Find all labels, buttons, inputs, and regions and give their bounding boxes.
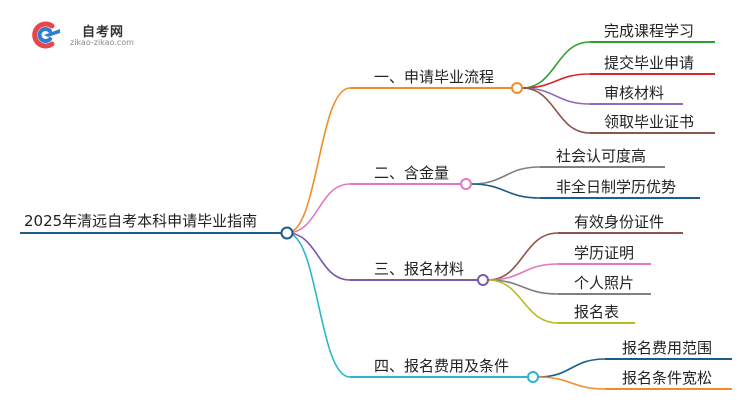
leaf-label: 社会认可度高 [556,147,646,165]
logo-mark-icon [32,21,60,49]
branch-to-leaf-link [487,279,559,295]
leaf-node-1-2[interactable]: 提交毕业申请 [590,54,715,75]
branch-connector-3 [477,274,489,286]
root-node[interactable]: 2025年清远自考本科申请毕业指南 [20,212,294,240]
leaf-node-4-2[interactable]: 报名条件宽松 [605,369,732,390]
branch-node-3[interactable]: 三、报名材料 [350,260,489,286]
leaf-node-1-4[interactable]: 领取毕业证书 [590,113,715,134]
branch-to-leaf-link [521,87,591,105]
branch-label-4: 四、报名费用及条件 [374,357,509,375]
branch-to-leaf-link [487,263,559,281]
branch-node-2[interactable]: 二、含金量 [350,164,472,190]
branch-to-leaf-link [521,41,591,89]
branch-node-4[interactable]: 四、报名费用及条件 [350,357,539,383]
leaf-label: 领取毕业证书 [604,113,694,131]
leaf-label: 完成课程学习 [604,22,694,40]
root-to-branch-link [286,232,351,378]
root-to-branch-link [286,183,351,234]
root-label: 2025年清远自考本科申请毕业指南 [24,212,257,230]
leaf-node-3-4[interactable]: 报名表 [558,303,635,324]
site-logo[interactable]: 自考网 zikao-zikao.com [30,18,150,52]
leaf-label: 有效身份证件 [574,213,664,231]
branch-label-1: 一、申请毕业流程 [374,68,494,86]
logo-subtitle: zikao-zikao.com [70,38,134,47]
leaf-label: 报名表 [574,303,619,321]
branch-to-leaf-link [537,376,606,390]
leaf-node-4-1[interactable]: 报名费用范围 [605,339,732,360]
branch-to-leaf-link [487,279,559,324]
branch-label-3: 三、报名材料 [374,260,464,278]
root-connector [280,226,294,240]
leaf-node-2-2[interactable]: 非全日制学历优势 [540,178,700,199]
branch-to-leaf-link [487,232,559,281]
branch-to-leaf-link [537,358,606,378]
logo-title: 自考网 [82,25,125,40]
branch-label-2: 二、含金量 [374,164,449,182]
leaf-label: 提交毕业申请 [604,54,694,72]
branch-to-leaf-link [521,73,591,89]
leaf-node-3-3[interactable]: 个人照片 [558,274,651,295]
branch-to-leaf-link [470,166,541,185]
leaf-node-3-1[interactable]: 有效身份证件 [558,213,683,234]
root-to-branch-link [286,232,351,281]
leaf-node-3-2[interactable]: 学历证明 [558,244,651,265]
leaf-node-1-1[interactable]: 完成课程学习 [590,22,715,43]
leaf-node-1-3[interactable]: 审核材料 [590,84,683,105]
leaf-label: 个人照片 [574,274,634,292]
leaf-label: 报名条件宽松 [622,369,712,387]
root-to-branch-link [286,87,351,234]
leaf-node-2-1[interactable]: 社会认可度高 [540,147,665,168]
branch-connector-1 [511,82,523,94]
branch-connector-2 [460,178,472,190]
leaf-label: 非全日制学历优势 [556,178,676,196]
leaf-label: 学历证明 [574,244,634,262]
branch-node-1[interactable]: 一、申请毕业流程 [350,68,523,94]
branch-to-leaf-link [470,183,541,199]
mindmap-links [286,41,606,390]
leaf-label: 报名费用范围 [622,339,712,357]
leaf-label: 审核材料 [604,84,664,102]
branch-connector-4 [527,371,539,383]
branch-to-leaf-link [521,87,591,134]
